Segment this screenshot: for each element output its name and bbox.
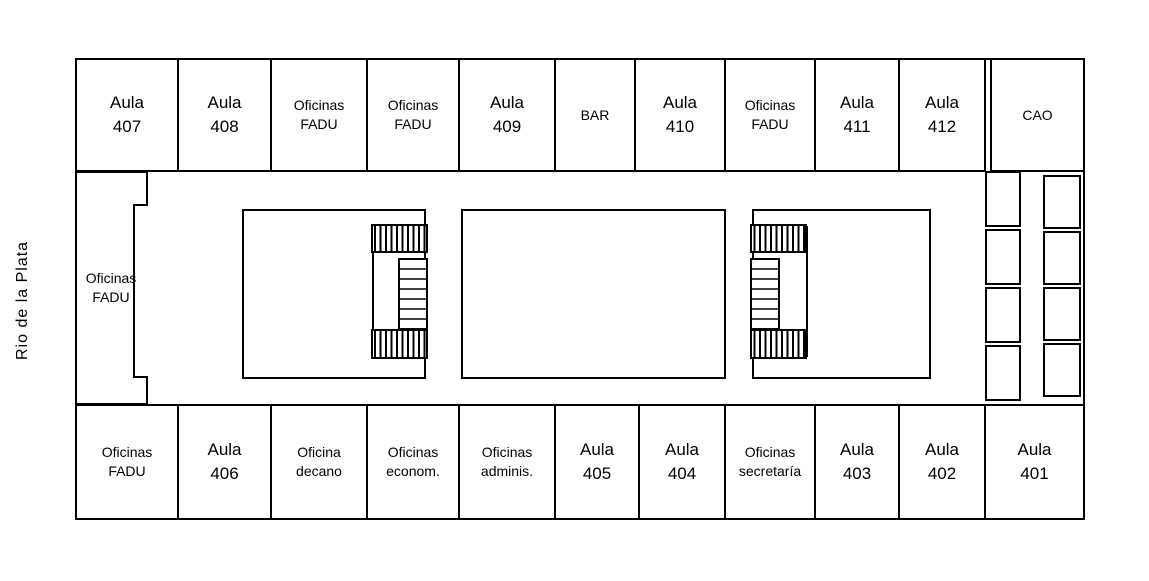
room-aula-409: Aula 409: [458, 58, 556, 172]
room-aula-405-label: Aula 405: [579, 440, 615, 483]
room-aula-410: Aula 410: [634, 58, 726, 172]
room-aula-411: Aula 411: [814, 58, 900, 172]
room-oficinas-secretaria-label: Oficinas secretaría: [738, 444, 802, 479]
room-aula-401: Aula 401: [984, 404, 1085, 520]
room-oficinas-fadu-middle-label: Oficinas FADU: [85, 270, 137, 305]
room-aula-407: Aula 407: [75, 58, 179, 172]
room-oficinas-fadu-top-1: Oficinas FADU: [270, 58, 368, 172]
room-oficinas-fadu-top-2-label: Oficinas FADU: [387, 97, 439, 132]
room-aula-412: Aula 412: [898, 58, 986, 172]
room-oficinas-secretaria: Oficinas secretaría: [724, 404, 816, 520]
room-cao: CAO: [990, 58, 1085, 172]
room-oficinas-fadu-top-2: Oficinas FADU: [366, 58, 460, 172]
room-aula-409-label: Aula 409: [489, 93, 525, 136]
room-oficinas-econom: Oficinas econom.: [366, 404, 460, 520]
room-aula-406-label: Aula 406: [207, 440, 242, 483]
room-aula-411-label: Aula 411: [839, 93, 875, 136]
room-oficinas-adminis-label: Oficinas adminis.: [480, 444, 534, 479]
room-aula-403: Aula 403: [814, 404, 900, 520]
room-aula-404-label: Aula 404: [664, 440, 700, 483]
room-oficinas-fadu-bottom-label: Oficinas FADU: [101, 444, 153, 479]
room-oficinas-adminis: Oficinas adminis.: [458, 404, 556, 520]
room-aula-404: Aula 404: [638, 404, 726, 520]
room-aula-406: Aula 406: [177, 404, 272, 520]
room-oficina-decano: Oficina decano: [270, 404, 368, 520]
rio-de-la-plata-label: Rio de la Plata: [14, 240, 31, 360]
room-bar-label: BAR: [580, 106, 610, 123]
room-bar: BAR: [554, 58, 636, 172]
room-aula-412-label: Aula 412: [924, 93, 960, 136]
room-oficinas-econom-label: Oficinas econom.: [386, 444, 440, 479]
room-oficinas-fadu-top-3-label: Oficinas FADU: [744, 97, 796, 132]
room-aula-408-label: Aula 408: [207, 93, 242, 136]
room-cao-label: CAO: [1022, 106, 1053, 123]
room-oficinas-fadu-middle: Oficinas FADU: [77, 174, 145, 402]
room-aula-408: Aula 408: [177, 58, 272, 172]
room-aula-410-label: Aula 410: [662, 93, 698, 136]
room-aula-403-label: Aula 403: [839, 440, 875, 483]
room-oficina-decano-label: Oficina decano: [296, 444, 342, 479]
room-aula-402: Aula 402: [898, 404, 986, 520]
room-oficinas-fadu-top-3: Oficinas FADU: [724, 58, 816, 172]
room-aula-402-label: Aula 402: [924, 440, 960, 483]
room-aula-407-label: Aula 407: [109, 93, 145, 136]
room-oficinas-fadu-top-1-label: Oficinas FADU: [293, 97, 345, 132]
room-aula-405: Aula 405: [554, 404, 640, 520]
room-oficinas-fadu-bottom: Oficinas FADU: [75, 404, 179, 520]
room-aula-401-label: Aula 401: [1017, 440, 1052, 483]
